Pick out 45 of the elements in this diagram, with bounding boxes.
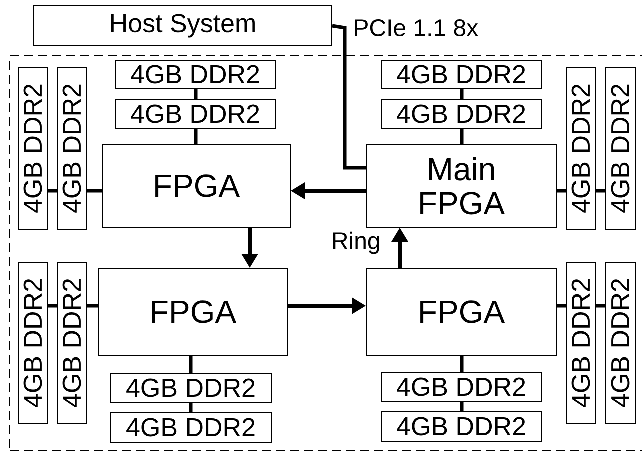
memory-box: 4GB DDR2: [381, 411, 542, 442]
memory-box: 4GB DDR2: [566, 262, 596, 424]
fpga-box: Main FPGA: [366, 144, 557, 228]
connector: [557, 189, 566, 193]
connector: [332, 24, 366, 170]
memory-box: 4GB DDR2: [18, 262, 48, 424]
board-region: [10, 56, 642, 452]
memory-box: 4GB DDR2: [381, 99, 542, 129]
connector: [596, 304, 605, 308]
edge-label: Ring: [330, 230, 382, 256]
memory-box: 4GB DDR2: [381, 60, 542, 89]
memory-box: 4GB DDR2: [110, 373, 272, 403]
memory-box: 4GB DDR2: [57, 262, 87, 424]
connector: [189, 356, 193, 373]
connector: [557, 304, 566, 308]
fpga-box: FPGA: [98, 268, 288, 356]
connector: [460, 402, 464, 411]
connector: [194, 89, 198, 99]
host-box: Host System: [34, 6, 332, 46]
connector: [194, 129, 198, 144]
connector: [48, 304, 57, 308]
memory-box: 4GB DDR2: [18, 67, 48, 230]
connector: [460, 356, 464, 372]
connector: [242, 228, 258, 268]
memory-box: 4GB DDR2: [57, 67, 87, 230]
connector: [460, 89, 464, 99]
connector: [189, 403, 193, 412]
connector: [288, 298, 366, 314]
memory-box: 4GB DDR2: [381, 372, 542, 402]
edge-label: PCIe 1.1 8x: [352, 18, 480, 38]
connector: [87, 304, 98, 308]
connector: [291, 182, 366, 200]
memory-box: 4GB DDR2: [115, 99, 276, 129]
memory-box: 4GB DDR2: [115, 60, 276, 89]
memory-box: 4GB DDR2: [605, 67, 636, 230]
connector: [596, 189, 605, 193]
fpga-box: FPGA: [366, 268, 557, 356]
connector: [460, 129, 464, 144]
memory-box: 4GB DDR2: [110, 412, 272, 443]
fpga-box: FPGA: [102, 144, 291, 228]
memory-box: 4GB DDR2: [605, 262, 636, 424]
connector: [392, 228, 408, 268]
connector: [48, 189, 57, 193]
memory-box: 4GB DDR2: [566, 67, 596, 230]
connector: [87, 189, 102, 193]
